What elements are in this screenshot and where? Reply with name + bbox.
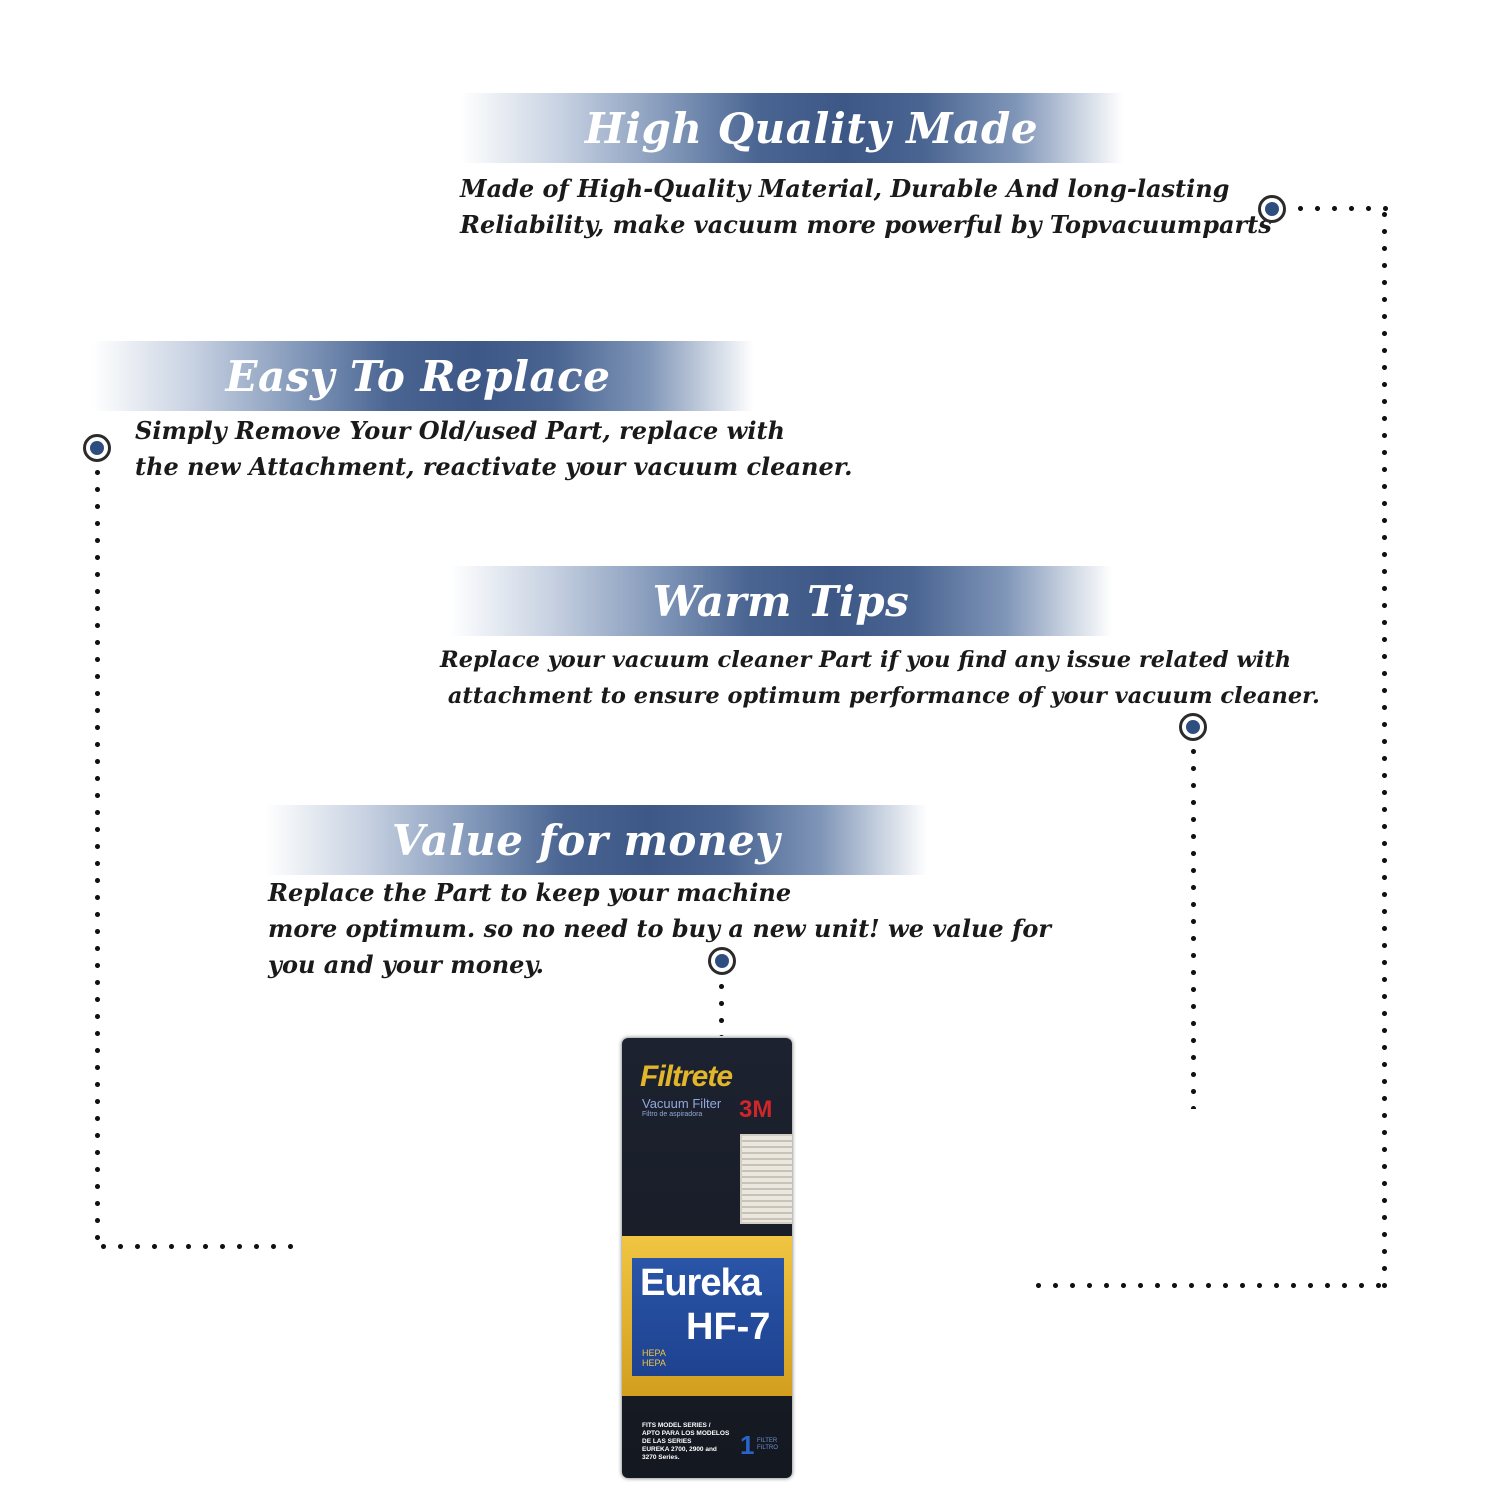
fits-line: EUREKA 2700, 2900 and (642, 1446, 717, 1453)
section-title-value-money: Value for money (391, 815, 781, 865)
desc-line: the new Attachment, reactivate your vacu… (135, 452, 853, 481)
marker-dot-icon (708, 947, 736, 975)
filter-window (740, 1134, 792, 1224)
section-desc-easy-replace: Simply Remove Your Old/used Part, replac… (135, 413, 853, 485)
dotted-connector (95, 1244, 295, 1249)
hepa-line: HEPA (642, 1358, 666, 1368)
model-panel: Eureka HF-7 HEPA HEPA (632, 1258, 784, 1376)
hepa-label: HEPA HEPA (642, 1348, 666, 1368)
count-line: FILTER (757, 1438, 778, 1444)
section-title-easy-replace: Easy To Replace (225, 351, 611, 401)
product-logo: 3M (739, 1096, 773, 1123)
section-title-warm-tips: Warm Tips (652, 576, 910, 626)
desc-line: Replace the Part to keep your machine (268, 878, 792, 907)
count-line: FILTRO (757, 1445, 778, 1451)
product-filter-box: Filtrete Vacuum Filter Filtro de aspirad… (622, 1038, 792, 1478)
marker-dot-icon (1258, 195, 1286, 223)
fits-line: FITS MODEL SERIES / (642, 1422, 711, 1429)
section-desc-warm-tips: Replace your vacuum cleaner Part if you … (440, 642, 1320, 714)
dotted-connector (1191, 743, 1196, 1109)
desc-line: more optimum. so no need to buy a new un… (268, 914, 1051, 943)
fits-line: APTO PARA LOS MODELOS (642, 1430, 730, 1437)
section-desc-high-quality: Made of High-Quality Material, Durable A… (460, 171, 1272, 243)
filter-count-label: FILTER FILTRO (757, 1438, 778, 1452)
marker-dot-icon (1179, 713, 1207, 741)
model-code: HF-7 (686, 1306, 771, 1348)
product-type: Vacuum Filter (642, 1096, 722, 1111)
desc-line: Made of High-Quality Material, Durable A… (460, 174, 1230, 203)
banner-high-quality: High Quality Made (460, 93, 1123, 163)
desc-line: Replace your vacuum cleaner Part if you … (440, 647, 1292, 673)
desc-line: you and your money. (268, 950, 544, 979)
desc-line: Simply Remove Your Old/used Part, replac… (135, 416, 785, 445)
marker-dot-icon (83, 434, 111, 462)
desc-line: attachment to ensure optimum performance… (440, 683, 1320, 709)
fits-text: FITS MODEL SERIES / APTO PARA LOS MODELO… (642, 1422, 752, 1462)
dotted-connector (95, 464, 100, 1250)
model-name: Eureka (640, 1262, 762, 1304)
dotted-connector (1292, 206, 1388, 211)
hepa-line: HEPA (642, 1348, 666, 1358)
product-brand: Filtrete (640, 1060, 733, 1093)
banner-easy-replace: Easy To Replace (92, 341, 754, 411)
section-desc-value-money: Replace the Part to keep your machine mo… (268, 875, 1051, 983)
section-title-high-quality: High Quality Made (584, 103, 1039, 153)
banner-warm-tips: Warm Tips (450, 566, 1112, 636)
dotted-connector (1382, 206, 1387, 1292)
dotted-connector (1030, 1283, 1387, 1288)
filter-count: 1 (740, 1430, 755, 1460)
fits-line: DE LAS SERIES (642, 1438, 692, 1445)
banner-value-money: Value for money (265, 805, 927, 875)
dotted-connector (719, 978, 724, 1036)
product-type-sub: Filtro de aspiradora (642, 1111, 703, 1118)
desc-line: Reliability, make vacuum more powerful b… (460, 210, 1272, 239)
fits-line: 3270 Series. (642, 1454, 680, 1461)
